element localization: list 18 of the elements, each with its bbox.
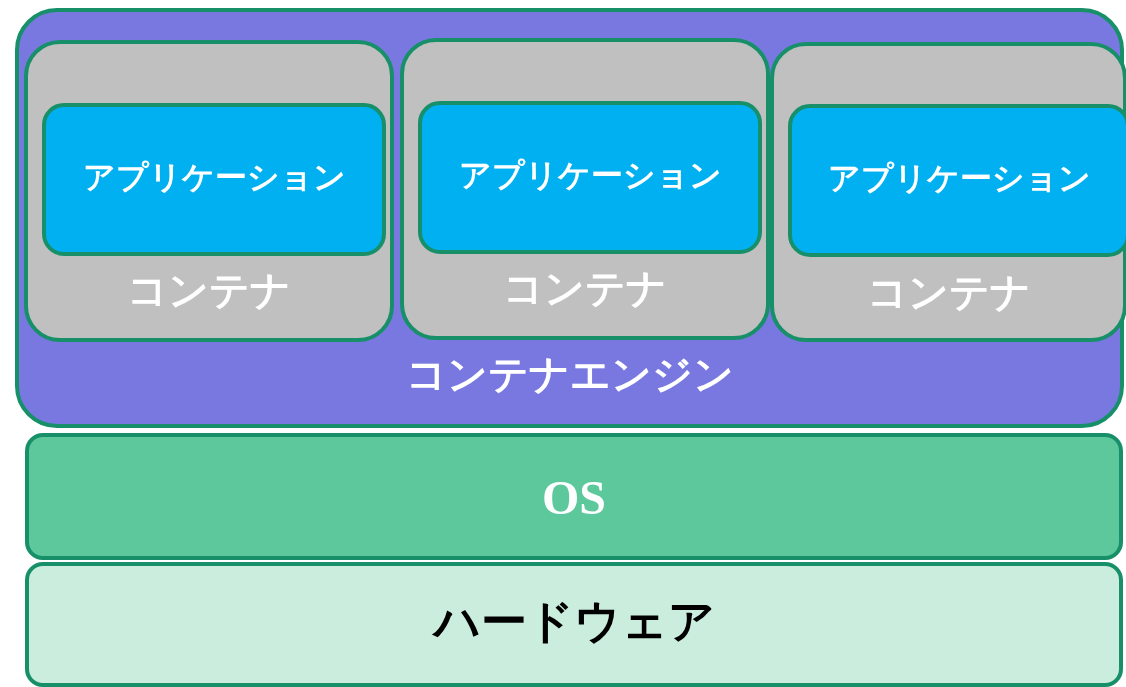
application-box bbox=[788, 104, 1126, 257]
layer-label: アプリケーション bbox=[81, 161, 347, 193]
layer-label: コンテナ bbox=[126, 270, 292, 310]
layer-label: OS bbox=[541, 474, 607, 522]
layer-label: コンテナエンジン bbox=[404, 354, 735, 394]
container-box bbox=[770, 42, 1126, 342]
container-engine-panel bbox=[15, 8, 1124, 428]
application-box bbox=[42, 103, 386, 256]
hardware-layer bbox=[25, 562, 1123, 687]
layer-label: コンテナ bbox=[502, 268, 668, 308]
layer-label: ハードウェア bbox=[431, 598, 716, 644]
layer-label: コンテナ bbox=[865, 272, 1032, 312]
application-box bbox=[418, 101, 762, 254]
container-box bbox=[400, 38, 770, 340]
os-layer bbox=[25, 433, 1123, 560]
container-box bbox=[24, 40, 394, 342]
layer-label: アプリケーション bbox=[826, 162, 1092, 194]
layer-label: アプリケーション bbox=[457, 159, 723, 191]
